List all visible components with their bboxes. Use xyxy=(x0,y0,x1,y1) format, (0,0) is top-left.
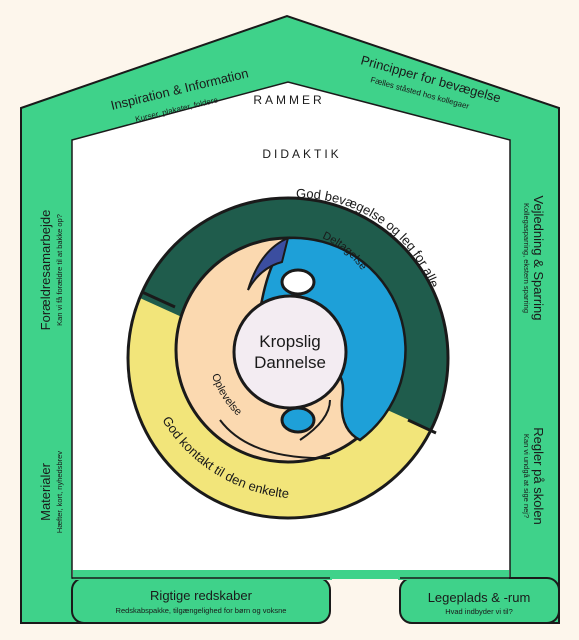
navy-accent xyxy=(247,236,290,291)
bottom-bump xyxy=(280,406,316,434)
didaktik-label: DIDAKTIK xyxy=(262,147,341,161)
right-top-title: Vejledning & Sparring xyxy=(531,195,546,320)
left-bottom-sub: Hæfter, kort, nyhedsbrev xyxy=(55,451,64,533)
bottom-right-title: Legeplads & -rum xyxy=(428,590,531,605)
center-circle xyxy=(232,294,348,410)
center-label-line2: Dannelse xyxy=(254,353,326,372)
top-bump xyxy=(280,268,316,296)
oplevelse-edge xyxy=(219,419,331,460)
right-bottom-sub: Kan vi undgå at sige nej? xyxy=(522,434,531,518)
bottom-left-title: Rigtige redskaber xyxy=(150,588,253,603)
rammer-label: RAMMER xyxy=(253,93,324,107)
left-top-sub: Kan vi få forældre til at bakke op? xyxy=(55,214,64,326)
bottom-left-sub: Redskabspakke, tilgængelighed for børn o… xyxy=(116,606,287,615)
left-bottom-title: Materialer xyxy=(38,462,53,520)
left-top-title: Forældresamarbejde xyxy=(38,210,53,331)
center-label-line1: Kropslig xyxy=(259,332,320,351)
bottom-right-sub: Hvad indbyder vi til? xyxy=(445,607,513,616)
didaktik-circle: Kropslig Dannelse God bevægelse og leg f… xyxy=(126,186,450,520)
right-bottom-title: Regler på skolen xyxy=(531,427,546,525)
right-top-sub: Kollegasparring, ekstern sparring xyxy=(522,203,531,313)
